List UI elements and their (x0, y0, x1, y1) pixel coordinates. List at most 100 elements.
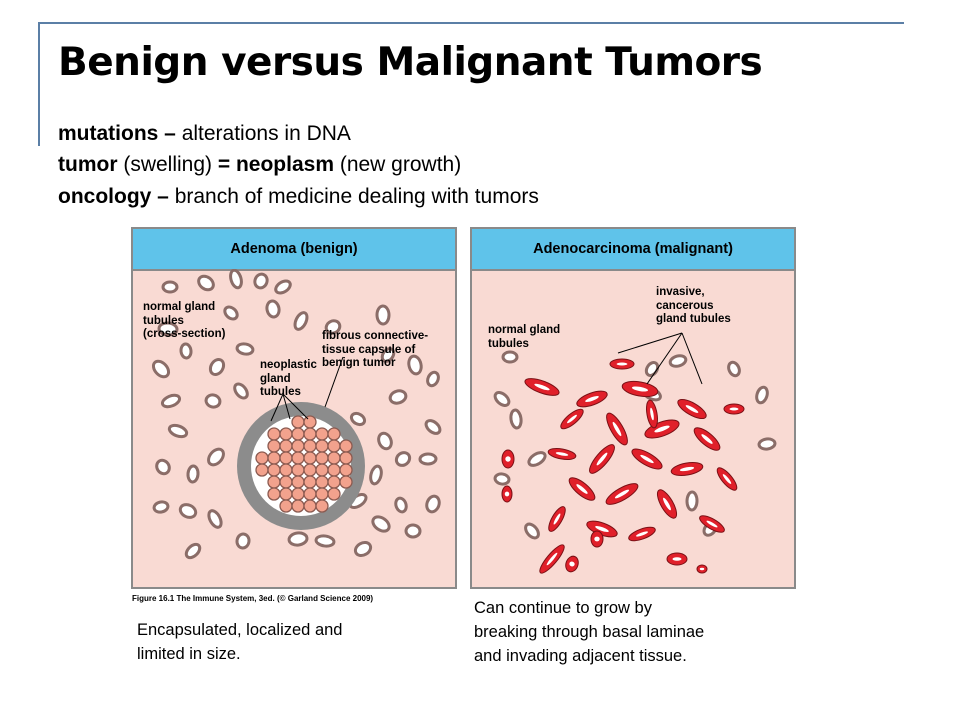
cancerous-tubule-lumen (596, 452, 608, 466)
normal-tubule (157, 321, 179, 337)
neoplastic-tubule (279, 439, 293, 453)
normal-tubule (418, 452, 438, 466)
term-neoplasm: = neoplasm (217, 153, 334, 176)
malignant-illustration (493, 332, 777, 574)
cancerous-tubule-lumen (616, 362, 628, 366)
cancerous-tubule-lumen (701, 434, 713, 444)
neoplastic-tubule (327, 451, 341, 465)
neoplastic-tubule (339, 475, 353, 489)
normal-tubule (509, 408, 523, 430)
normal-tubule (207, 509, 223, 529)
label-invasive-tubules: invasive, cancerous gland tubules (656, 286, 731, 325)
neoplastic-tubule (339, 463, 353, 477)
neoplastic-tubule (291, 487, 305, 501)
cancerous-tubule-lumen (567, 414, 577, 424)
neoplastic-tubule (339, 439, 353, 453)
normal-tubule (223, 305, 239, 321)
neoplastic-tubule (267, 451, 281, 465)
cancerous-tubule-lumen (595, 526, 609, 532)
neoplastic-tubule (291, 475, 305, 489)
normal-tubule (404, 523, 422, 539)
normal-tubule (493, 391, 511, 407)
normal-tubule (424, 419, 442, 435)
neoplastic-tubule (279, 487, 293, 501)
term-mutations: mutations – (58, 122, 176, 145)
benign-illustration (151, 269, 442, 560)
normal-tubule (380, 347, 396, 363)
cancerous-tubule-lumen (555, 452, 569, 456)
term-tumor: tumor (58, 153, 118, 176)
cancerous-tubule-lumen (553, 513, 561, 525)
neoplastic-tubule (291, 415, 305, 429)
normal-tubule (179, 342, 193, 360)
neoplastic-tubule (255, 451, 269, 465)
benign-panel-header: Adenoma (benign) (133, 229, 455, 271)
normal-tubule (727, 360, 741, 378)
neoplastic-tubule (315, 487, 329, 501)
neoplastic-tubule (315, 475, 329, 489)
label-normal-gland-tubules: normal gland tubules (488, 324, 561, 350)
normal-tubule (253, 272, 269, 290)
neoplastic-tubule (327, 427, 341, 441)
normal-tubule (369, 464, 383, 486)
normal-tubule (407, 354, 423, 376)
definition-mutations: mutations – alterations in DNA (58, 122, 351, 146)
cancerous-tubule-lumen (569, 561, 575, 567)
normal-tubule (349, 411, 367, 427)
neoplastic-tubule (303, 499, 317, 513)
neoplastic-tubule (315, 499, 329, 513)
cancerous-tubule-lumen (636, 531, 648, 537)
neoplastic-tubule (279, 499, 293, 513)
label-capsule: fibrous connective- tissue capsule of be… (322, 330, 429, 369)
neoplastic-tubule (339, 451, 353, 465)
neoplastic-tubule (327, 487, 341, 501)
normal-tubule (501, 350, 519, 364)
neoplastic-tubule (327, 463, 341, 477)
normal-tubule (394, 451, 412, 467)
normal-tubule (524, 522, 540, 540)
cancerous-tubule-lumen (640, 454, 654, 464)
neoplastic-tubule (315, 439, 329, 453)
cancerous-tubule-lumen (699, 567, 705, 571)
neoplastic-tubule (291, 451, 305, 465)
neoplastic-tubule (267, 427, 281, 441)
normal-tubule (493, 472, 511, 486)
normal-tubule (229, 269, 243, 290)
cancerous-tubule-lumen (679, 466, 695, 472)
normal-tubule (207, 447, 225, 467)
neoplastic-tubule (291, 427, 305, 441)
normal-tubule (426, 370, 440, 388)
malignant-pointer-lines (617, 332, 703, 385)
cancerous-tubule-lumen (614, 489, 630, 499)
normal-tubule (184, 542, 202, 560)
cancerous-tubule-lumen (505, 456, 511, 462)
neoplastic-tubule (315, 427, 329, 441)
cancerous-tubule-lumen (546, 552, 558, 566)
neoplastic-tubule (303, 475, 317, 489)
malignant-panel: Adenocarcinoma (malignant) normal gland … (470, 227, 796, 589)
cancerous-tubule-lumen (706, 520, 718, 528)
normal-tubule (287, 531, 309, 547)
normal-tubule (353, 540, 373, 558)
neoplastic-tubule (303, 463, 317, 477)
normal-tubule (394, 496, 408, 514)
label-normal-gland-tubules: normal gland tubules (cross-section) (143, 301, 226, 340)
neoplastic-tubule (303, 487, 317, 501)
cancerous-tubule-lumen (576, 484, 588, 494)
normal-tubule (204, 393, 222, 409)
normal-tubule (161, 280, 179, 294)
neoplastic-tubule (279, 427, 293, 441)
normal-tubule (527, 451, 547, 467)
normal-tubule (151, 359, 171, 379)
cancerous-tubule-lumen (654, 425, 670, 433)
normal-tubule (375, 304, 391, 326)
cancerous-tubule-lumen (722, 474, 732, 484)
normal-tubule (155, 458, 171, 476)
benign-pointer-lines (270, 356, 344, 422)
definition-text: (new growth) (334, 153, 462, 176)
neoplastic-tubule (303, 427, 317, 441)
slide-title: Benign versus Malignant Tumors (58, 40, 763, 85)
neoplastic-tubule (327, 439, 341, 453)
frame-left-line (38, 22, 40, 146)
neoplastic-tubule (315, 463, 329, 477)
